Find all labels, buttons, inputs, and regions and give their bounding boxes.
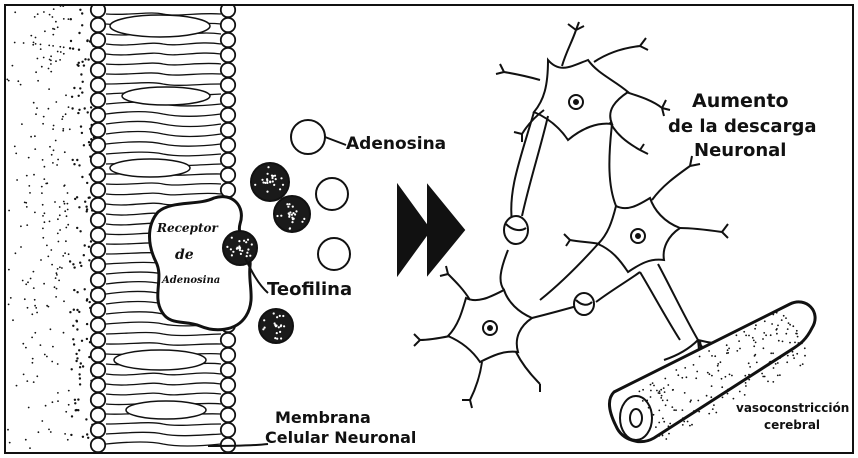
receptor-label-line2: de [175, 248, 194, 263]
arrow-head-1 [398, 186, 430, 274]
theophylline-molecule [259, 309, 293, 343]
membrane-label-line1: Membrana [275, 410, 371, 427]
receptor-label-line1: Receptor [157, 222, 218, 235]
adenosine-molecule [318, 238, 350, 270]
theophylline-label: Teofilina [267, 281, 352, 300]
adenosine-molecule [291, 120, 325, 154]
membrane-label-line2: Celular Neuronal [265, 430, 416, 447]
arrow-head-2 [428, 186, 464, 274]
vasoconstriction-label-line1: vasoconstricción [736, 402, 849, 415]
vasoconstriction-label-line2: cerebral [764, 419, 820, 432]
increase-label-line1: Aumento [692, 92, 789, 112]
receptor-label-line3: Adenosina [162, 276, 220, 287]
adenosine-molecule [316, 178, 348, 210]
theophylline-molecule [274, 196, 310, 232]
theophylline-molecule [223, 231, 257, 265]
adenosine-label: Adenosina [346, 136, 446, 154]
increase-label-line2: de la descarga [668, 118, 816, 137]
extracellular-dots [6, 5, 95, 449]
theophylline-molecule [251, 163, 289, 201]
increase-label-line3: Neuronal [694, 142, 786, 161]
adenosine-pointer [325, 137, 346, 145]
